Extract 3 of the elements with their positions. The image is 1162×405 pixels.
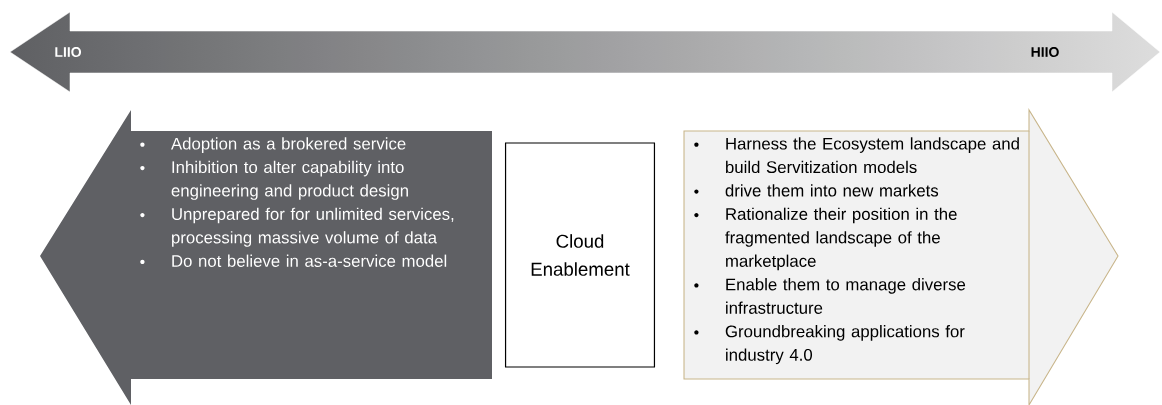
scale-label: LIIO: [55, 47, 82, 57]
scale-label: HIIO: [1031, 47, 1059, 57]
text-box: Cloud Enablement: [504, 142, 656, 368]
